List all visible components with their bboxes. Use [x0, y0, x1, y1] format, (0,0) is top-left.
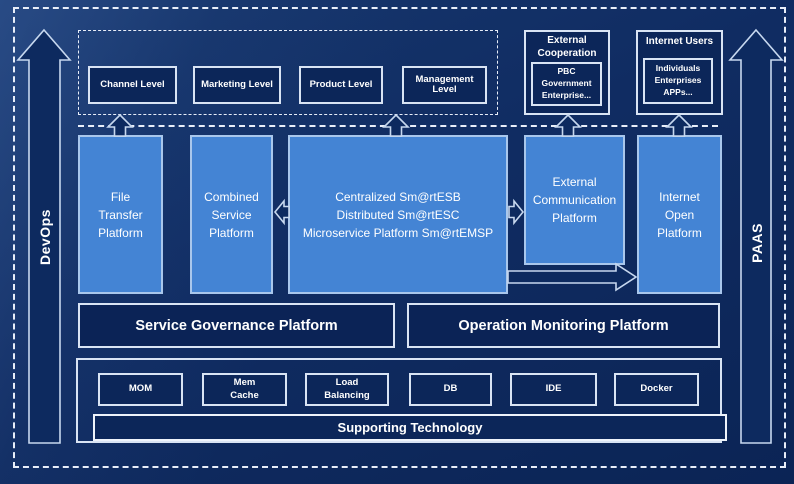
tech-box-docker: Docker — [614, 373, 699, 406]
internet-open-platform-box: Internet Open Platform — [637, 135, 722, 294]
level-box-product: Product Level — [299, 66, 383, 104]
level-box-management-label: Management Level — [415, 73, 474, 95]
combined-service-platform-box: Combined Service Platform — [190, 135, 273, 294]
tech-box-db: DB — [409, 373, 492, 406]
tech-box-load-balancing-label: Load Balancing — [324, 377, 370, 401]
operation-monitoring-box: Operation Monitoring Platform — [407, 303, 720, 348]
external-communication-platform-box: External Communication Platform — [524, 135, 625, 265]
paas-rail-label: PAAS — [749, 223, 765, 263]
esb-core-platform-label: Centralized Sm@rtESB Distributed Sm@rtES… — [302, 189, 494, 240]
tech-box-mom-label: MOM — [128, 383, 153, 395]
service-governance-box: Service Governance Platform — [78, 303, 395, 348]
file-transfer-platform-label: File Transfer Platform — [98, 189, 143, 240]
internet-users-members-box: Individuals Enterprises APPs... — [643, 58, 713, 104]
internet-users-members-label: Individuals Enterprises APPs... — [654, 63, 702, 97]
level-box-marketing-label: Marketing Level — [201, 78, 273, 90]
external-cooperation-members-box: PBC Government Enterprise... — [531, 62, 602, 106]
level-box-channel: Channel Level — [88, 66, 177, 104]
level-zone — [78, 30, 498, 115]
esb-core-platform-box: Centralized Sm@rtESB Distributed Sm@rtES… — [288, 135, 508, 294]
tech-box-mom: MOM — [98, 373, 183, 406]
external-cooperation-title: External Cooperation — [537, 35, 597, 59]
internet-users-title: Internet Users — [645, 36, 714, 47]
tech-box-ide-label: IDE — [545, 383, 562, 395]
service-governance-label: Service Governance Platform — [135, 317, 338, 334]
outer-dashed-border — [13, 7, 786, 468]
tech-box-mem-cache: Mem Cache — [202, 373, 287, 406]
file-transfer-platform-box: File Transfer Platform — [78, 135, 163, 294]
level-box-management: Management Level — [402, 66, 487, 104]
tech-box-docker-label: Docker — [640, 383, 673, 395]
external-cooperation-members-label: PBC Government Enterprise... — [541, 66, 592, 100]
internet-open-platform-label: Internet Open Platform — [657, 189, 702, 240]
level-box-product-label: Product Level — [309, 78, 373, 90]
operation-monitoring-label: Operation Monitoring Platform — [458, 317, 669, 334]
level-box-marketing: Marketing Level — [193, 66, 281, 104]
level-box-channel-label: Channel Level — [100, 78, 165, 90]
devops-rail-label: DevOps — [37, 209, 53, 265]
tech-box-db-label: DB — [443, 383, 458, 395]
supporting-technology-banner: Supporting Technology — [93, 414, 727, 441]
supporting-technology-banner-label: Supporting Technology — [337, 420, 483, 435]
combined-service-platform-label: Combined Service Platform — [204, 189, 259, 240]
external-communication-platform-label: External Communication Platform — [532, 175, 617, 225]
boundary-dashed-line — [78, 125, 718, 127]
supporting-zone — [76, 358, 722, 443]
tech-box-ide: IDE — [510, 373, 597, 406]
tech-box-load-balancing: Load Balancing — [305, 373, 389, 406]
tech-box-mem-cache-label: Mem Cache — [230, 377, 259, 401]
